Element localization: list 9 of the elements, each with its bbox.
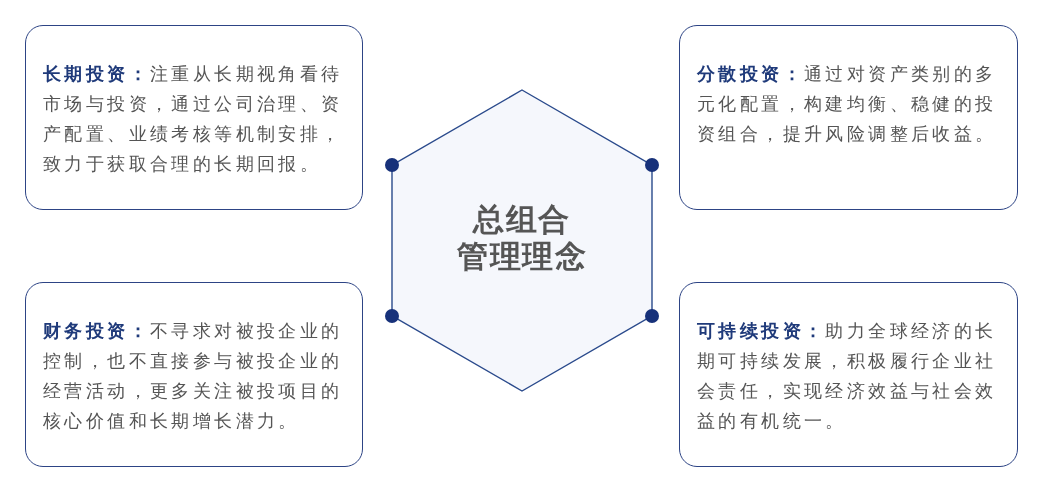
center-title: 总组合管理理念 [457,200,587,275]
info-card [679,282,1018,467]
card-text: 财务投资：不寻求对被投企业的控制，也不直接参与被投企业的经营活动，更多关注被投项目的核心价值和长期增长潜力。 [43,319,344,433]
card-text: 长期投资：注重从长期视角看待市场与投资，通过公司治理、资产配置、业绩考核等机制安排，致力于获取合理的长期回报。 [43,62,344,176]
card-text: 分散投资：通过对资产类别的多元化配置，构建均衡、稳健的投资组合，提升风险调整后收益。 [697,62,998,146]
info-card [25,25,363,210]
info-card [25,282,363,467]
card-text: 可持续投资：助力全球经济的长期可持续发展，积极履行企业社会责任，实现经济效益与社会效益的有机统一。 [697,319,998,433]
info-card [679,25,1018,210]
